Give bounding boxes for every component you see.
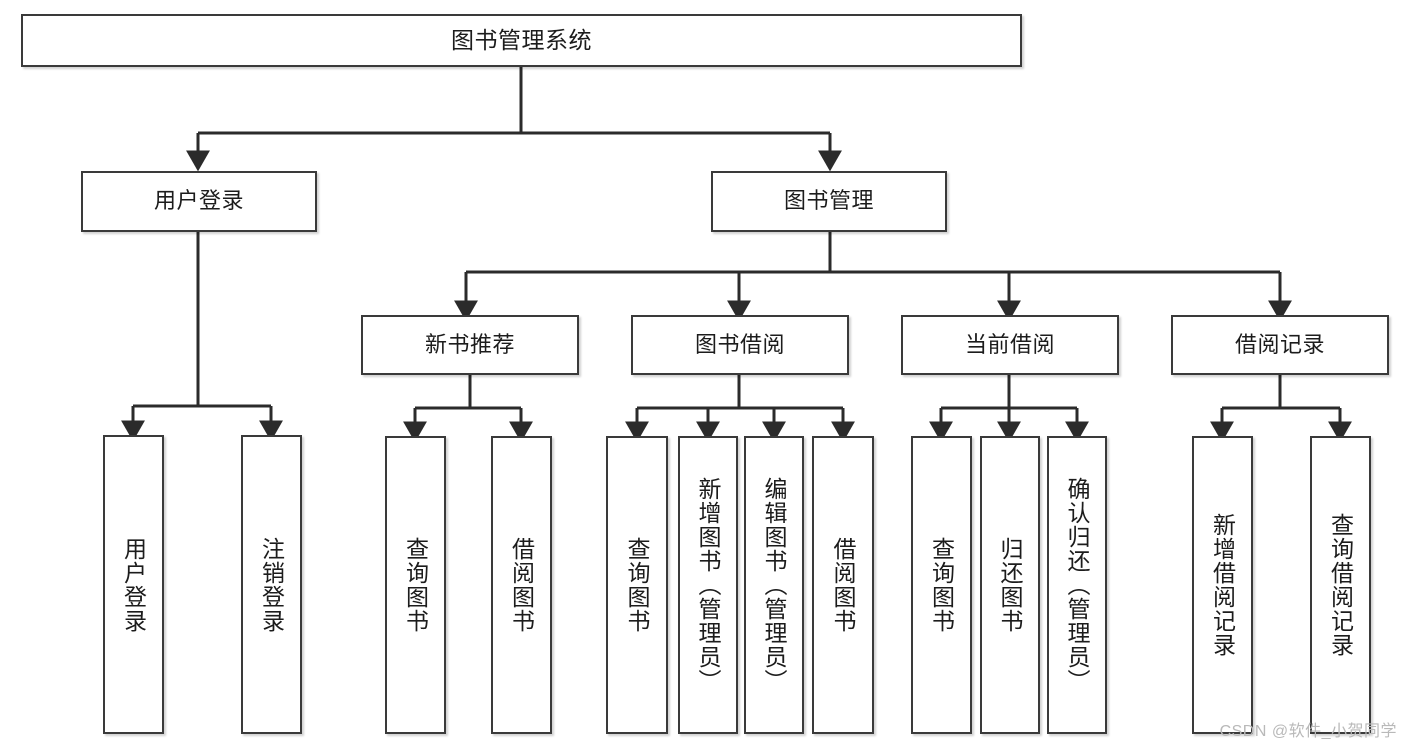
node-label: 用户登录 bbox=[153, 188, 244, 214]
node-label: 用户登录 bbox=[120, 536, 147, 633]
node-label: 新增图书（管理员） bbox=[695, 477, 722, 693]
leaf-new-book-borrow[interactable]: 借阅图书 bbox=[491, 436, 552, 734]
leaf-new-book-query[interactable]: 查询图书 bbox=[385, 436, 446, 734]
node-label: 查询图书 bbox=[402, 537, 429, 633]
leaf-borrow-record-add[interactable]: 新增借阅记录 bbox=[1192, 436, 1253, 734]
node-label: 图书管理系统 bbox=[451, 26, 592, 53]
leaf-book-borrow-edit[interactable]: 编辑图书（管理员） bbox=[744, 436, 804, 734]
leaf-book-borrow-borrow[interactable]: 借阅图书 bbox=[812, 436, 874, 734]
node-label: 查询图书 bbox=[928, 537, 955, 633]
node-borrow-record[interactable]: 借阅记录 bbox=[1171, 315, 1389, 375]
node-new-book-recommend[interactable]: 新书推荐 bbox=[361, 315, 579, 375]
leaf-current-borrow-query[interactable]: 查询图书 bbox=[911, 436, 972, 734]
node-label: 图书管理 bbox=[783, 188, 874, 214]
node-book-borrow[interactable]: 图书借阅 bbox=[631, 315, 849, 375]
node-book-management[interactable]: 图书管理 bbox=[711, 171, 947, 232]
node-label: 借阅图书 bbox=[508, 537, 535, 633]
node-label: 借阅图书 bbox=[830, 537, 857, 633]
node-label: 查询图书 bbox=[624, 537, 651, 633]
node-label: 确认归还（管理员） bbox=[1064, 477, 1091, 693]
node-label: 当前借阅 bbox=[964, 331, 1055, 357]
node-label: 新增借阅记录 bbox=[1209, 513, 1236, 657]
node-label: 归还图书 bbox=[997, 537, 1024, 633]
node-label: 注销登录 bbox=[258, 536, 285, 633]
leaf-user-login-login[interactable]: 用户登录 bbox=[103, 435, 164, 734]
node-label: 借阅记录 bbox=[1234, 331, 1325, 357]
watermark: CSDN @软件_小贺同学 bbox=[1219, 723, 1397, 740]
node-label: 新书推荐 bbox=[424, 331, 515, 357]
leaf-current-borrow-confirm-return[interactable]: 确认归还（管理员） bbox=[1047, 436, 1107, 734]
node-current-borrow[interactable]: 当前借阅 bbox=[901, 315, 1119, 375]
leaf-current-borrow-return[interactable]: 归还图书 bbox=[980, 436, 1040, 734]
leaf-borrow-record-query[interactable]: 查询借阅记录 bbox=[1310, 436, 1371, 734]
leaf-user-login-logout[interactable]: 注销登录 bbox=[241, 435, 302, 734]
node-root-system[interactable]: 图书管理系统 bbox=[21, 14, 1022, 67]
node-user-login[interactable]: 用户登录 bbox=[81, 171, 317, 232]
leaf-book-borrow-add[interactable]: 新增图书（管理员） bbox=[678, 436, 738, 734]
node-label: 编辑图书（管理员） bbox=[761, 477, 788, 693]
node-label: 查询借阅记录 bbox=[1327, 513, 1354, 657]
leaf-book-borrow-query[interactable]: 查询图书 bbox=[606, 436, 668, 734]
node-label: 图书借阅 bbox=[694, 331, 785, 357]
